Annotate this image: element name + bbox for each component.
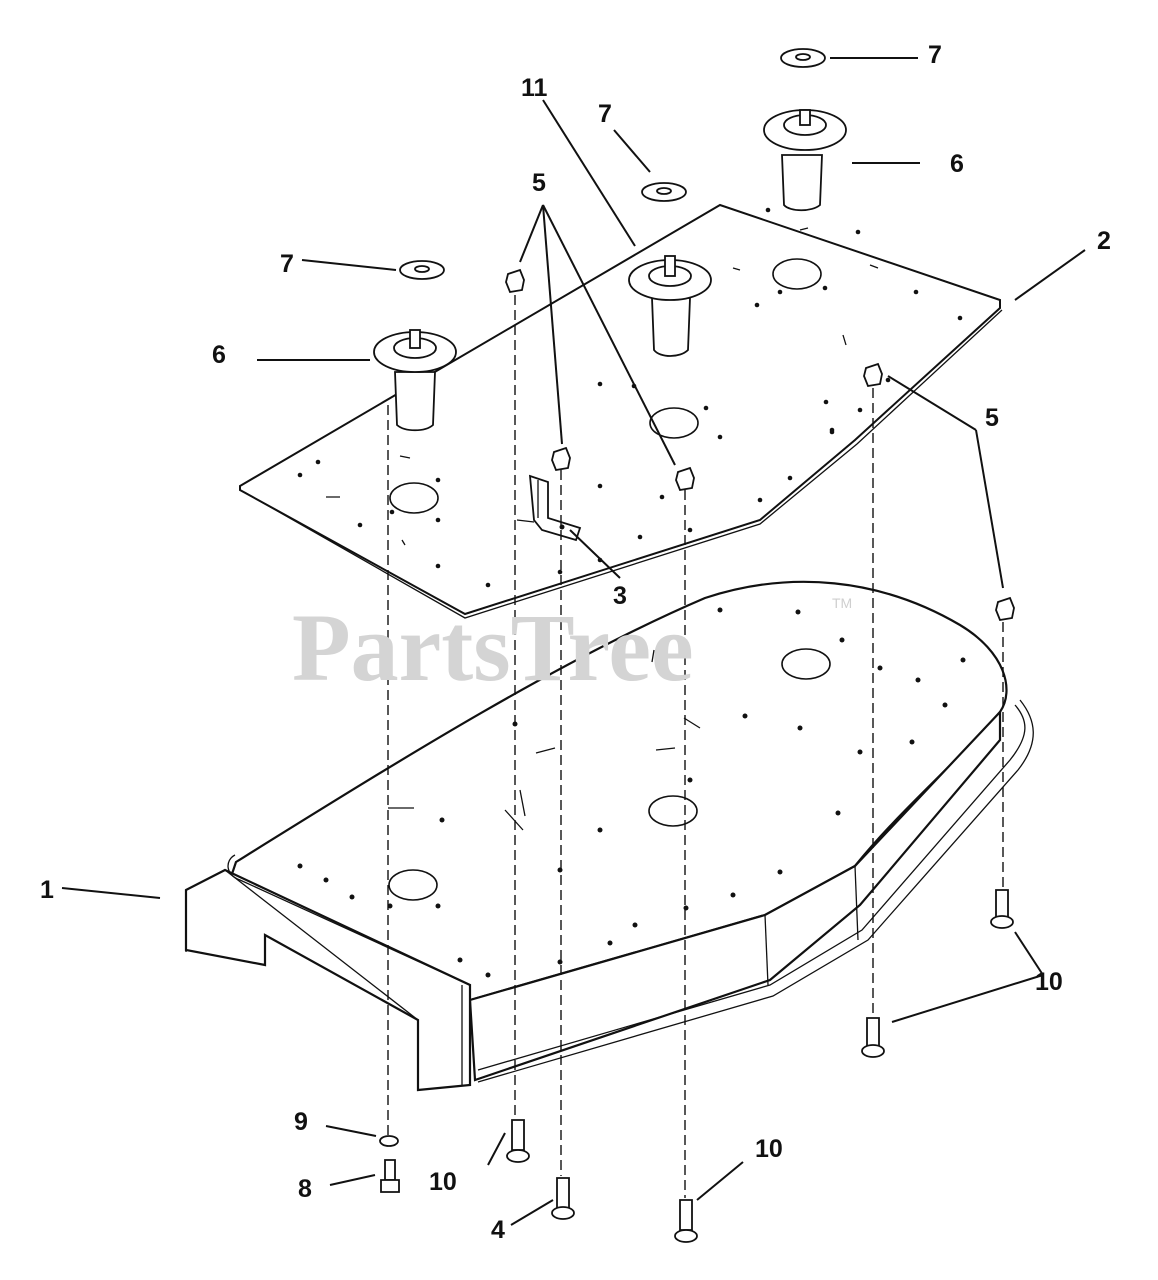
watermark-trademark: TM: [832, 595, 852, 611]
lock-washer: [379, 1135, 399, 1147]
deck-bracket: [528, 474, 582, 542]
callout-11: 11: [521, 74, 548, 102]
callout-7-left: 7: [280, 250, 294, 278]
callout-1: 1: [40, 876, 54, 904]
callout-5-top: 5: [532, 169, 546, 197]
plate-bolt-holes: [297, 207, 963, 588]
callout-8: 8: [298, 1175, 312, 1203]
washer-left: [399, 260, 445, 280]
deck-top-plate: [239, 203, 1003, 619]
callout-10-left: 10: [429, 1168, 457, 1196]
callout-5-right: 5: [985, 404, 999, 432]
washer-center: [641, 182, 687, 202]
spindle-assembly-right: [763, 109, 847, 212]
mower-deck-shell: [184, 580, 1034, 1092]
callout-6-right: 6: [950, 150, 964, 178]
watermark-text: PartsTree: [292, 594, 694, 701]
callout-7-top: 7: [928, 41, 942, 69]
assembly-centerlines: [387, 295, 1004, 1198]
callout-7-center: 7: [598, 100, 612, 128]
hex-bolt: [380, 1159, 400, 1193]
spindle-assembly-left: [373, 329, 457, 432]
spindle-assembly-center: [628, 255, 712, 357]
callout-4: 4: [491, 1216, 505, 1244]
deck-bolt-holes: [297, 607, 966, 978]
carriage-bolts: [506, 889, 1014, 1243]
locknuts: [505, 268, 1015, 622]
callout-10-right: 10: [1035, 968, 1063, 996]
callout-9: 9: [294, 1108, 308, 1136]
callout-10-bottom: 10: [755, 1135, 783, 1163]
leader-lines: [61, 57, 1086, 1226]
washer-top-right: [780, 48, 826, 68]
callout-6-left: 6: [212, 341, 226, 369]
callout-2: 2: [1097, 227, 1111, 255]
callout-labels: 1 2 3 4 5 5 6 6 7 7 7 8 9 10 10 10 11: [40, 41, 1111, 1244]
callout-3: 3: [613, 582, 627, 610]
